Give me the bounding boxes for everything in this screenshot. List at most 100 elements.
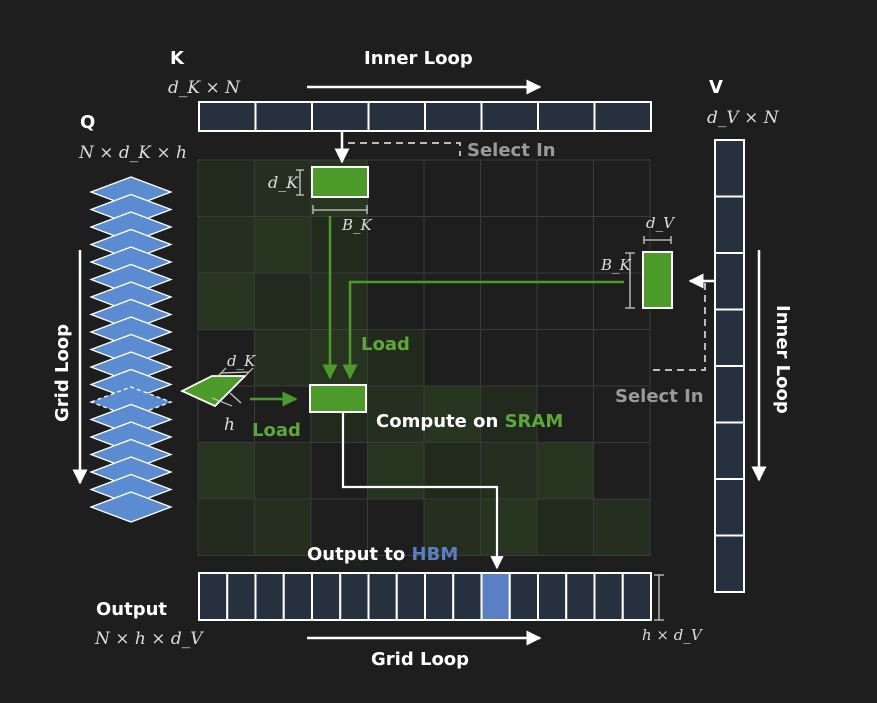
output-cell [198,572,229,621]
grid-cell [197,272,255,330]
v-cell [714,421,745,480]
output-cell [395,572,426,621]
k-cell [198,101,257,132]
output-cell [508,572,539,621]
v-cell [714,139,745,198]
grid-cell [367,329,425,387]
grid-cell [593,159,651,217]
grid-cell [254,498,312,556]
grid-cell [197,216,255,274]
grid-cell [197,442,255,500]
k-block-width-label: B_K [341,216,373,234]
grid-cell [310,216,368,274]
q-block-h-bracket [211,392,242,407]
grid-cell [480,159,538,217]
output-cell [226,572,257,621]
k-block-width-bracket [312,205,368,214]
k-select-in-label: Select In [467,140,556,161]
q-matrix-stack [89,176,173,523]
grid-cell [367,385,425,443]
v-block-height-bracket [625,252,635,309]
grid-cell [593,442,651,500]
output-dims: N × h × d_V [94,629,204,649]
v-select-in-label: Select In [615,386,704,407]
grid-cell [423,329,481,387]
v-matrix-strip [714,139,745,593]
output-label: Output [96,599,167,620]
kv-load-label: Load [361,334,410,355]
compute-block [309,384,367,413]
output-grid-loop-label: Grid Loop [371,649,469,670]
k-matrix-strip [198,101,652,132]
output-cell [424,572,455,621]
v-block [642,251,673,309]
grid-cell [310,442,368,500]
grid-cell [310,329,368,387]
v-cell [714,252,745,311]
output-cell [282,572,313,621]
v-inner-loop-label: Inner Loop [772,305,793,414]
q-load-label: Load [252,420,301,441]
grid-cell [480,216,538,274]
k-select-in-dashed [348,142,461,156]
output-cell-highlighted [480,572,511,621]
output-cell [367,572,398,621]
output-arrow [341,412,504,570]
output-to-label: Output to HBM [307,544,458,565]
k-cell [593,101,652,132]
grid-cell [593,329,651,387]
q-block [179,375,248,408]
output-matrix-strip [198,572,652,621]
grid-cell [536,216,594,274]
grid-cell [423,216,481,274]
grid-cell [593,498,651,556]
output-cell [339,572,370,621]
output-cell [311,572,342,621]
k-cell [367,101,426,132]
q-block-d-label: d_K [227,352,256,370]
grid-cell [480,329,538,387]
grid-cell [254,442,312,500]
q-dims: N × d_K × h [78,143,187,163]
grid-cell [536,159,594,217]
grid-cell [480,498,538,556]
grid-cell [536,498,594,556]
output-cell [537,572,568,621]
grid-cell [254,329,312,387]
k-block-height-bracket [296,169,304,196]
k-inner-loop-label: Inner Loop [364,48,473,69]
v-select-in-dashed [648,283,706,371]
output-cell [593,572,624,621]
grid-cell [423,159,481,217]
output-cell [452,572,483,621]
output-cell [621,572,652,621]
grid-cell [367,442,425,500]
k-label: K [170,48,185,69]
grid-cell [423,442,481,500]
k-dims: d_K × N [168,78,241,98]
k-cell [254,101,313,132]
grid-cell [480,442,538,500]
v-dims: d_V × N [707,108,780,128]
v-block-width-bracket [643,236,672,244]
q-label: Q [80,112,95,133]
grid-cell [197,159,255,217]
output-height-bracket [654,574,664,621]
q-block-d-bracket [216,367,254,378]
k-cell [424,101,483,132]
v-cell [714,308,745,367]
v-block-height-label: B_K [600,256,632,274]
grid-cell [367,159,425,217]
compute-label: Compute on SRAM [376,411,563,432]
grid-cell [536,329,594,387]
q-layer [89,491,173,523]
grid-cell [254,272,312,330]
attention-score-grid [197,159,651,556]
v-cell [714,534,745,593]
output-cell [565,572,596,621]
k-block [311,166,369,198]
k-cell [537,101,596,132]
v-block-width-label: d_V [646,214,676,232]
k-block-height-label: d_K [268,173,299,192]
